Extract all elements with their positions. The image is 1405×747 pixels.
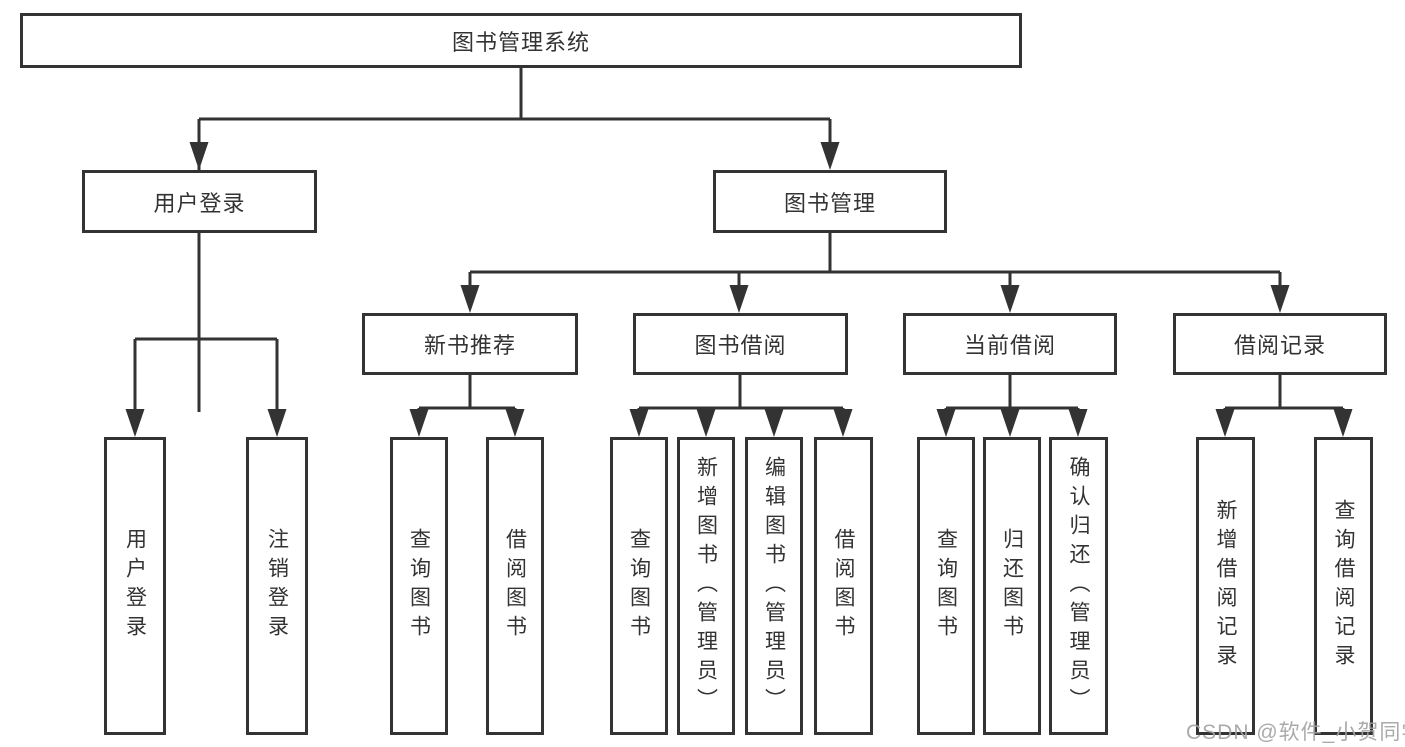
node-label: 借阅图书 (832, 528, 855, 644)
connector-new-books-children (409, 375, 525, 437)
leaf-add-books-admin: 新增图书（管理员） (677, 437, 735, 735)
leaf-logout: 注销登录 (246, 437, 308, 735)
leaf-return-books: 归还图书 (983, 437, 1041, 735)
node-label: 查询借阅记录 (1332, 499, 1355, 673)
leaf-query-books-current: 查询图书 (917, 437, 975, 735)
leaf-add-borrow-record: 新增借阅记录 (1196, 437, 1255, 735)
node-label: 注销登录 (265, 528, 289, 644)
node-current-borrow: 当前借阅 (903, 313, 1117, 375)
node-book-borrow: 图书借阅 (633, 313, 848, 375)
connector-book-mgmt-to-level3 (460, 233, 1290, 313)
connector-root-to-level2 (189, 68, 840, 412)
node-library-system: 图书管理系统 (20, 13, 1022, 68)
node-user-login: 用户登录 (82, 170, 317, 233)
connector-current-borrow-children (936, 375, 1088, 437)
node-label: 借阅图书 (503, 528, 527, 644)
leaf-query-borrow-record: 查询借阅记录 (1314, 437, 1373, 735)
leaf-confirm-return-admin: 确认归还（管理员） (1049, 437, 1108, 735)
node-book-management: 图书管理 (713, 170, 947, 233)
leaf-borrow-books-recommend: 借阅图书 (486, 437, 544, 735)
connector-borrow-records-children (1215, 375, 1353, 437)
node-label: 新书推荐 (423, 333, 516, 358)
node-label: 查询图书 (407, 528, 431, 644)
node-label: 确认归还（管理员） (1067, 455, 1090, 717)
connector-book-borrow-children (629, 375, 853, 437)
node-label: 图书借阅 (694, 333, 787, 358)
node-label: 用户登录 (123, 528, 147, 644)
csdn-watermark: CSDN @软件_小贺同学 (1186, 721, 1405, 744)
leaf-borrow-books: 借阅图书 (814, 437, 873, 735)
node-label: 借阅记录 (1233, 333, 1326, 358)
leaf-edit-books-admin: 编辑图书（管理员） (745, 437, 803, 735)
node-new-book-recommend: 新书推荐 (362, 313, 578, 375)
node-label: 查询图书 (934, 528, 958, 644)
leaf-user-login: 用户登录 (104, 437, 166, 735)
node-label: 归还图书 (1000, 528, 1024, 644)
node-borrow-records: 借阅记录 (1173, 313, 1387, 375)
node-label: 用户登录 (153, 190, 246, 216)
connector-user-login-children (125, 233, 287, 437)
leaf-query-books-borrow: 查询图书 (610, 437, 668, 735)
node-label: 图书管理系统 (451, 29, 590, 55)
node-label: 查询图书 (627, 528, 651, 644)
node-label: 新增图书（管理员） (694, 455, 718, 717)
leaf-query-books-recommend: 查询图书 (390, 437, 448, 735)
node-label: 编辑图书（管理员） (762, 455, 786, 717)
node-label: 当前借阅 (963, 333, 1056, 358)
node-label: 图书管理 (783, 190, 876, 216)
node-label: 新增借阅记录 (1214, 499, 1237, 673)
